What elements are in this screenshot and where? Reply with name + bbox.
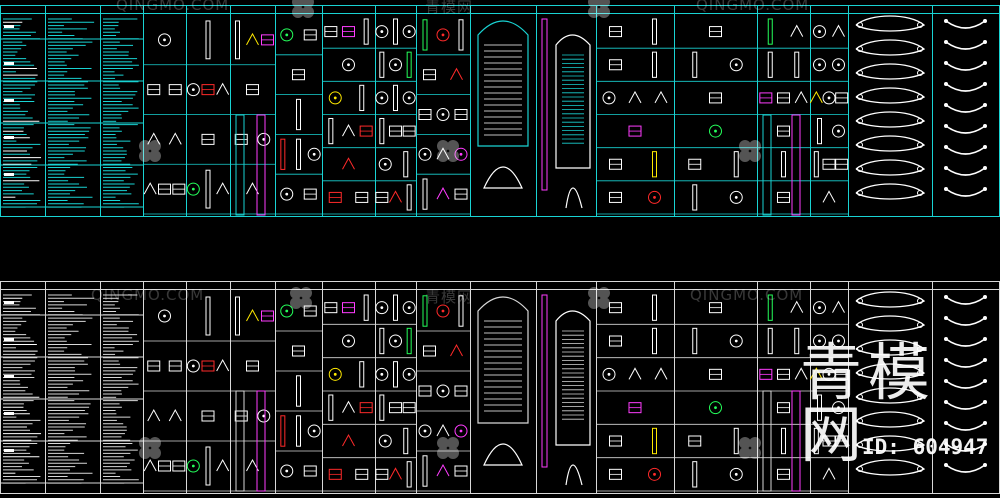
watermark-text: QINGMO.COM <box>690 286 804 304</box>
cad-sheet-monochrome <box>0 281 1000 494</box>
watermark-logo-icon <box>139 437 161 459</box>
watermark-logo-icon <box>588 0 610 18</box>
resource-id-label: ID: 604947 <box>862 435 989 459</box>
watermark-text: 青模网 <box>425 288 474 306</box>
brand-watermark: 青模网 <box>800 336 937 471</box>
watermark-logo-icon <box>290 287 312 309</box>
watermark-logo-icon <box>739 437 761 459</box>
watermark-text: 青模网 <box>425 0 474 16</box>
watermark-text: QINGMO.COM <box>696 0 810 14</box>
watermark-logo-icon <box>739 140 761 162</box>
watermark-logo-icon <box>437 437 459 459</box>
watermark-text: QINGMO.COM <box>91 286 205 304</box>
watermark-text: QINGMO.COM <box>116 0 230 14</box>
cad-sheet-colored <box>0 5 1000 217</box>
watermark-logo-icon <box>139 140 161 162</box>
watermark-logo-icon <box>588 287 610 309</box>
watermark-logo-icon <box>292 0 314 18</box>
watermark-logo-icon <box>437 140 459 162</box>
